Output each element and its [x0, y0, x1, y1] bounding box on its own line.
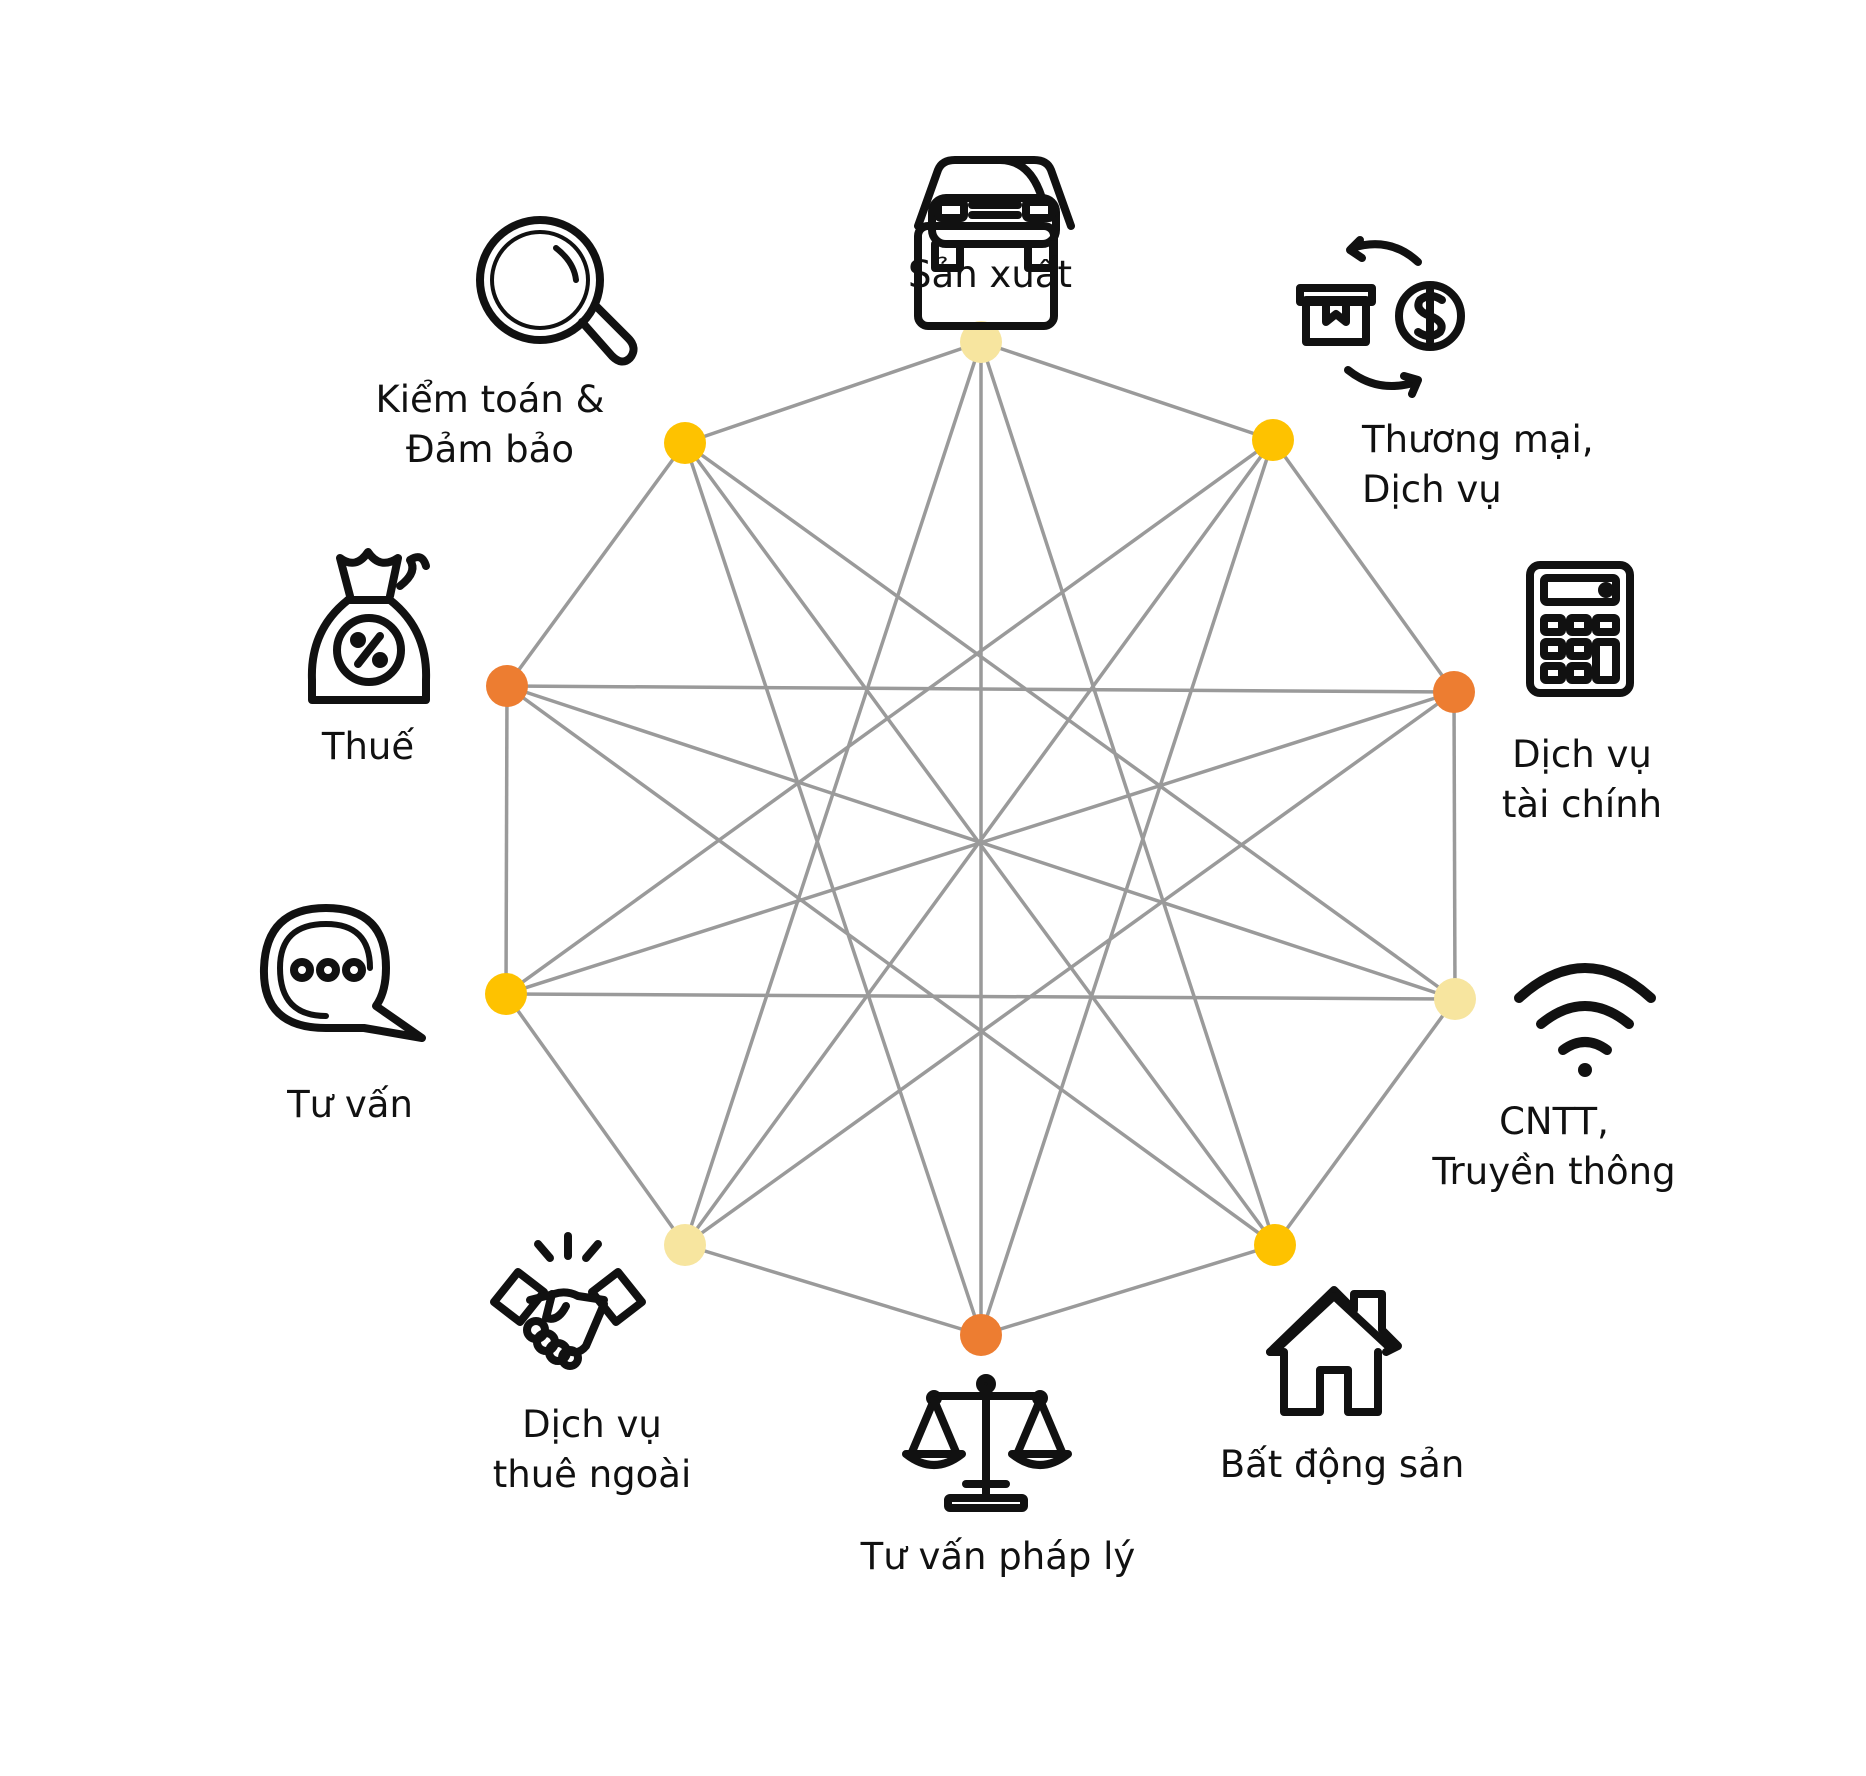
node-label-san-xuat: Sản xuất — [908, 253, 1072, 296]
node-label-thue-ngoai: Dịch vụ thuê ngoài — [492, 1403, 692, 1496]
connection-line — [979, 439, 1275, 1336]
node-label-thuong-mai: Thương mại, Dịch vụ — [1362, 418, 1594, 511]
node-dich-vu-tai-chinh — [1433, 671, 1475, 713]
node-label-tu-van-phap-ly: Tư vấn pháp lý — [860, 1535, 1136, 1578]
wifi-icon — [1514, 963, 1656, 1077]
connection-line — [684, 1243, 982, 1337]
connection-line — [683, 441, 1277, 1247]
node-thue-ngoai — [664, 1224, 706, 1266]
connection-line — [683, 341, 983, 1246]
connection-line — [683, 442, 983, 1336]
connection-line — [979, 341, 1277, 1246]
connection-line — [504, 438, 1275, 996]
calculator-icon — [1526, 561, 1634, 697]
node-cntt — [1434, 978, 1476, 1020]
node-thue — [486, 665, 528, 707]
node-san-xuat — [960, 321, 1002, 363]
network-nodes — [485, 321, 1476, 1356]
node-tu-van — [485, 973, 527, 1015]
node-label-cntt: CNTT, Truyền thông — [1432, 1100, 1676, 1193]
handshake-icon — [490, 1232, 646, 1370]
node-bat-dong-san — [1254, 1224, 1296, 1266]
connection-line — [504, 685, 509, 995]
scales-icon — [902, 1374, 1072, 1512]
node-thuong-mai — [1252, 419, 1294, 461]
connection-line — [506, 684, 1455, 694]
money-bag-percent-icon — [307, 548, 431, 704]
trade-exchange-icon — [1296, 236, 1465, 398]
connection-line — [683, 441, 1457, 1001]
connection-line — [505, 684, 1277, 1247]
connection-line — [505, 441, 687, 688]
connection-line — [1273, 997, 1457, 1247]
node-label-tu-van: Tư vấn — [287, 1083, 413, 1126]
node-kiem-toan — [664, 422, 706, 464]
connection-line — [683, 690, 1456, 1247]
connection-lines — [504, 340, 1457, 1337]
connection-line — [980, 340, 1274, 442]
magnifier-icon — [476, 216, 638, 366]
house-icon — [1266, 1286, 1402, 1416]
node-label-kiem-toan: Kiểm toán & Đảm bảo — [375, 378, 605, 471]
connection-line — [980, 1243, 1276, 1337]
connection-line — [1452, 691, 1457, 1000]
node-tu-van-phap-ly — [960, 1314, 1002, 1356]
connection-line — [505, 992, 1456, 1001]
node-label-thue: Thuế — [321, 725, 415, 768]
node-label-bat-dong-san: Bất động sản — [1219, 1443, 1465, 1486]
chat-bubble-icon — [259, 904, 426, 1042]
car-icon — [914, 156, 1075, 330]
connection-line — [1271, 438, 1456, 694]
connection-line — [504, 992, 687, 1247]
node-label-dich-vu-tai-chinh: Dịch vụ tài chính — [1501, 733, 1663, 826]
connection-line — [684, 340, 982, 445]
